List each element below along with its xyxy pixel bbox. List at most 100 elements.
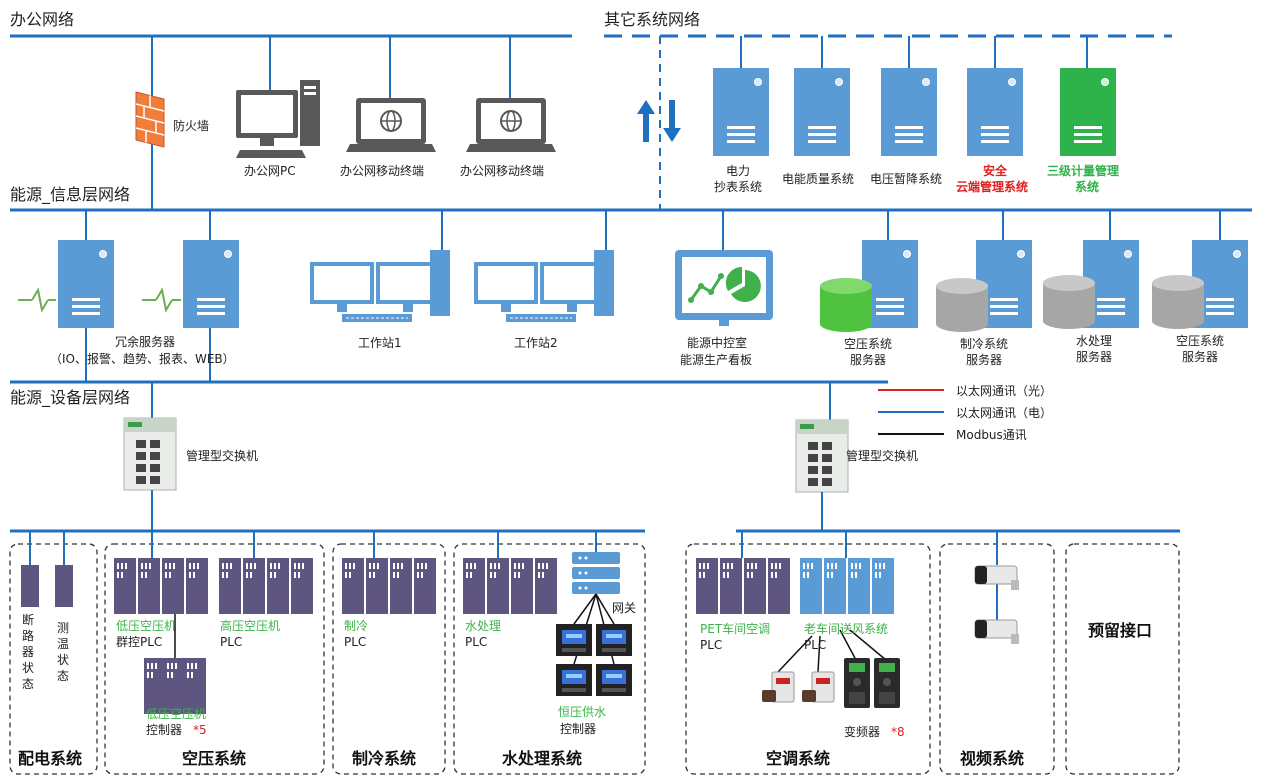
redundancy-link-icon [18,287,181,313]
cooling-server-label-2: 服务器 [966,352,1002,367]
power-meter-label-2: 抄表系统 [714,180,762,194]
voltage-sag-label: 电压暂降系统 [870,172,942,186]
redundant-server-label-1: 冗余服务器 [115,334,175,349]
metering-label-2: 系统 [1075,179,1099,194]
power-system-title: 配电系统 [18,749,82,768]
hvac-modbus-links [777,629,887,673]
ctrl-label-green: 低压空压机 [146,707,206,721]
air2-server-label-2: 服务器 [1182,349,1218,364]
workstation-1-label: 工作站1 [358,336,402,350]
low-pressure-plc-icon [114,558,208,614]
breaker-module-icon [21,565,39,607]
office-mobile2-icon [465,97,557,153]
workstation-2-label: 工作站2 [514,336,558,350]
safety-cloud-label-1: 安全 [983,163,1008,178]
water-server-icon [1043,239,1140,329]
pet-hvac-label-green: PET车间空调 [700,621,770,636]
water-server-label-2: 服务器 [1076,349,1112,364]
other-network-title: 其它系统网络 [604,10,700,29]
reserved-box [1065,543,1180,775]
temp-status-label: 测温状态 [57,621,69,683]
workstation-1-icon [310,250,450,323]
low-plc-label-green: 低压空压机 [116,619,176,633]
sensor-1-icon [761,671,795,703]
constant-pressure-controller-icon [556,624,632,696]
switch-left-label: 管理型交换机 [186,448,258,463]
info-network-title: 能源_信息层网络 [10,185,130,205]
vfd-1-icon [844,658,870,708]
cooling-system-box [332,543,446,775]
firewall-label: 防火墙 [173,118,209,133]
temp-module-icon [55,565,73,607]
cooling-plc-icon [342,558,436,614]
power-meter-server-icon [712,67,770,157]
power-quality-label: 电能质量系统 [782,172,854,186]
office-pc-label: 办公网PC [244,163,296,178]
ctrl-count-label: *5 [193,723,207,737]
legend: 以太网通讯（光） 以太网通讯（电） Modbus通讯 [878,383,1052,442]
control-room-label-1: 能源中控室 [687,335,747,350]
air-system-title: 空压系统 [182,749,246,768]
gateway-label: 网关 [612,601,636,615]
breaker-status-label: 断路器状态 [22,612,34,691]
cooling-plc-label-black: PLC [344,635,366,649]
bidirectional-arrow-icon [637,100,681,142]
switch-left-icon [123,417,177,491]
air-server-label-2: 服务器 [850,352,886,367]
water-system-title: 水处理系统 [502,749,582,768]
pet-hvac-label-black: PLC [700,638,722,652]
power-meter-label-1: 电力 [726,164,750,178]
water-plc-icon [463,558,557,614]
ctrl-label-black: 控制器 [146,723,182,737]
pet-hvac-plc-icon [696,558,790,614]
camera-2-icon [974,619,1020,645]
water-plc-label-black: PLC [465,635,487,649]
switch-right-label: 管理型交换机 [846,448,918,463]
vfd-label: 变频器 [844,724,880,739]
air-server-icon [820,239,919,332]
metering-server-icon [1059,67,1117,157]
air2-server-icon [1152,239,1249,329]
firewall-icon [135,91,165,148]
safety-cloud-server-icon [966,67,1024,157]
supply-label-green: 恒压供水 [558,705,606,719]
metering-label-1: 三级计量管理 [1047,163,1119,178]
old-workshop-label-black: PLC [804,638,826,652]
redundant-server-1-icon [57,239,115,329]
power-system-box [9,543,98,775]
legend-fiber-label: 以太网通讯（光） [956,383,1052,398]
low-pressure-controller-icon [144,658,206,714]
office-mobile1-icon [345,97,437,153]
office-mobile2-label: 办公网移动终端 [460,163,544,178]
reserved-title: 预留接口 [1088,621,1152,640]
power-quality-server-icon [793,67,851,157]
vfd-2-icon [874,658,900,708]
low-plc-label-black: 群控PLC [116,635,162,649]
water-plc-label-green: 水处理 [465,619,501,633]
air-system-box [104,543,325,775]
cooling-plc-label-green: 制冷 [344,619,368,633]
air2-server-label-1: 空压系统 [1176,334,1224,348]
redundant-server-label-2: （IO、报警、趋势、报表、WEB） [50,351,235,366]
device-network-title: 能源_设备层网络 [10,388,130,408]
redundant-server-2-icon [182,239,240,329]
legend-ethernet-label: 以太网通讯（电） [956,405,1052,420]
video-system-title: 视频系统 [960,749,1024,768]
vfd-count-label: *8 [891,725,905,739]
office-mobile1-label: 办公网移动终端 [340,163,424,178]
office-pc-icon [236,80,320,158]
cooling-server-label-1: 制冷系统 [960,337,1008,351]
high-pressure-plc-icon [219,558,313,614]
workstation-2-icon [474,250,614,323]
high-plc-label-black: PLC [220,635,242,649]
office-network-title: 办公网络 [10,10,74,29]
supply-label-black: 控制器 [560,722,596,736]
hvac-system-title: 空调系统 [766,749,830,768]
old-workshop-label-green: 老车间送风系统 [804,621,888,636]
switch-right-icon [795,419,849,493]
air-server-label-1: 空压系统 [844,337,892,351]
legend-modbus-label: Modbus通讯 [956,428,1027,442]
voltage-sag-server-icon [880,67,938,157]
control-room-label-2: 能源生产看板 [680,353,752,367]
